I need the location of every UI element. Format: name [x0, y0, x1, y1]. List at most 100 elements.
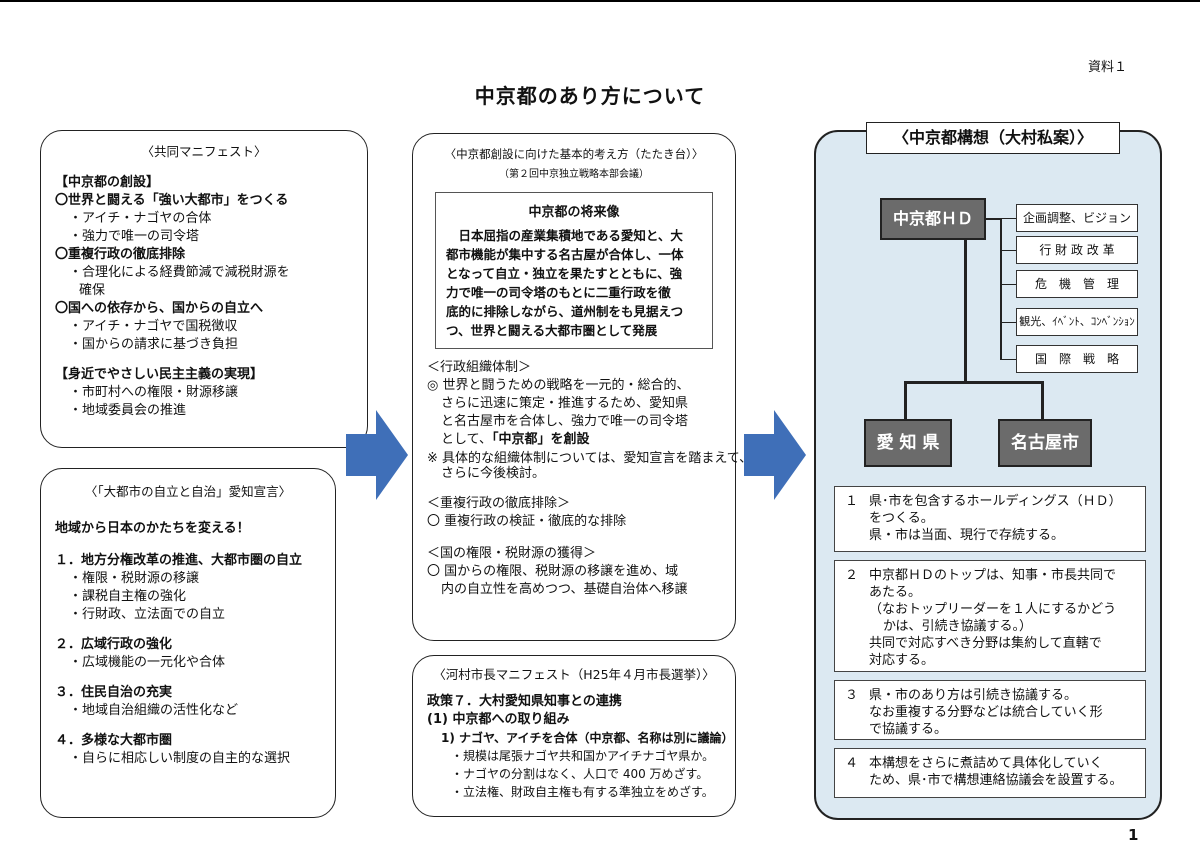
- policy-subheading: 1) ナゴヤ、アイチを合体（中京都、名称は別に議論）: [441, 731, 734, 745]
- aichi-declaration-title: 〈「大都市の自立と自治」愛知宣言〉: [84, 484, 292, 499]
- connector-line: [1000, 250, 1016, 251]
- top-rule: [0, 0, 1200, 2]
- joint-manifesto-title: 〈共同マニフェスト〉: [141, 144, 267, 159]
- declaration-item: ・地域自治組織の活性化など: [69, 703, 239, 718]
- dept-tourism: 観光、ｲﾍﾞﾝﾄ、ｺﾝﾍﾞﾝｼｮﾝ: [1016, 308, 1138, 336]
- vision-title: 中京都の将来像: [528, 205, 620, 220]
- plan-item-line: で協議する。: [869, 722, 948, 737]
- declaration-item: ・課税自主権の強化: [69, 589, 187, 604]
- manifesto-line: ・国からの請求に基づき負担: [69, 337, 239, 352]
- plan-item-line: 本構想をさらに煮詰めて具体化していく: [869, 756, 1103, 771]
- manifesto-line: 〇国への依存から、国からの自立へ: [55, 301, 264, 316]
- connector-line: [964, 240, 967, 382]
- approach-line: 内の自立性を高めつつ、基礎自治体へ移譲: [441, 582, 688, 597]
- plan-item: ３ 県・市のあり方は引続き協議する。 なお重複する分野などは統合していく形 で協…: [834, 680, 1146, 740]
- plan-item-line: ため、県･市で構想連絡協議会を設置する。: [869, 773, 1123, 788]
- approach-note: さらに今後検討。: [441, 466, 546, 481]
- approach-note: ※ 具体的な組織体制については、愛知宣言を踏まえて、: [427, 451, 753, 466]
- section-heading: 【中京都の創設】: [55, 175, 160, 190]
- plan-item-line: 県・市のあり方は引続き協議する。: [869, 688, 1078, 703]
- policy-item: ・ナゴヤの分割はなく、人口で 400 万めざす。: [451, 767, 709, 781]
- approach-line: ◎ 世界と闘うための戦略を一元的・総合的、: [427, 378, 690, 393]
- manifesto-line: ・強力で唯一の司令塔: [69, 229, 200, 244]
- plan-item-line: 共同で対応すべき分野は集約して直轄で: [869, 636, 1102, 651]
- right-arrow-icon: [744, 410, 806, 500]
- basic-approach-panel: 〈中京都創設に向けた基本的考え方（たたき台）〉 （第２回中京独立戦略本部会議） …: [412, 133, 753, 641]
- page-title: 中京都のあり方について: [474, 84, 706, 108]
- plan-item-line: なお重複する分野などは統合していく形: [869, 705, 1103, 720]
- section-heading: ＜行政組織体制＞: [427, 360, 532, 375]
- plan-item-line: あたる。: [869, 585, 922, 600]
- connector-line: [986, 218, 1000, 220]
- plan-item-number: ４: [845, 756, 859, 771]
- right-arrow-icon: [346, 410, 408, 500]
- basic-approach-title: 〈中京都創設に向けた基本的考え方（たたき台）〉: [444, 147, 704, 161]
- document-label: 資料１: [1088, 60, 1128, 75]
- plan-item-line: をつくる。: [869, 511, 934, 526]
- connector-line: [1000, 284, 1016, 285]
- chukyo-plan-title: 〈中京都構想（大村私案）〉: [866, 122, 1120, 154]
- connector-line: [1000, 359, 1016, 360]
- approach-line: と名古屋市を合体し、強力で唯一の司令塔: [441, 414, 689, 429]
- vision-line: つ、世界と闘える大都市圏として発展: [446, 323, 658, 338]
- plan-item-number: ３: [845, 688, 859, 703]
- plan-item-number: １: [845, 494, 859, 509]
- policy-heading: 政策７．大村愛知県知事との連携: [427, 694, 622, 709]
- approach-text: として、: [441, 432, 492, 447]
- declaration-item: ・行財政、立法面での自立: [69, 607, 226, 622]
- manifesto-line: ・アイチ・ナゴヤで国税徴収: [69, 319, 238, 334]
- aichi-prefecture-box: 愛 知 県: [864, 419, 952, 467]
- declaration-heading: ３．住民自治の充実: [55, 685, 173, 700]
- kawamura-manifesto-panel: 〈河村市長マニフェスト（H25年４月市長選挙）〉 政策７．大村愛知県知事との連携…: [412, 655, 736, 817]
- joint-manifesto-panel: 〈共同マニフェスト〉 【中京都の創設】 〇世界と闘える「強い大都市」をつくる ・…: [40, 130, 368, 448]
- page-number: 1: [1128, 826, 1139, 844]
- approach-line: 〇 重複行政の検証・徹底的な排除: [427, 514, 627, 529]
- dept-planning: 企画調整、ビジョン: [1016, 204, 1138, 232]
- plan-item-line: 県・市は当面、現行で存続する。: [869, 528, 1065, 543]
- dept-international: 国 際 戦 略: [1016, 345, 1138, 373]
- section-heading: 【身近でやさしい民主主義の実現】: [55, 367, 264, 382]
- connector-line: [1041, 381, 1044, 419]
- plan-item-line: （なおトップリーダーを１人にするかどう: [869, 602, 1117, 617]
- manifesto-line: ・アイチ・ナゴヤの合体: [69, 211, 212, 226]
- manifesto-line: ・合理化による経費節減で減税財源を: [69, 265, 290, 280]
- declaration-heading: １．地方分権改革の推進、大都市圏の自立: [55, 553, 303, 568]
- policy-item: ・立法権、財政自主権も有する準独立をめざす。: [451, 785, 714, 799]
- future-vision-box: 中京都の将来像 日本屈指の産業集積地である愛知と、大 都市機能が集中する名古屋が…: [435, 192, 713, 349]
- declaration-item: ・広域機能の一元化や合体: [69, 655, 226, 670]
- policy-subheading: (1) 中京都への取り組み: [427, 712, 570, 727]
- declaration-heading: ４．多様な大都市圏: [55, 733, 173, 748]
- chukyo-hd-box: 中京都ＨＤ: [880, 198, 986, 240]
- manifesto-line: 確保: [79, 283, 106, 298]
- nagoya-city-box: 名古屋市: [998, 419, 1092, 467]
- plan-item-line: 県･市を包含するホールディングス（ＨＤ）: [869, 494, 1122, 509]
- connector-line: [904, 381, 907, 419]
- plan-item-line: 対応する。: [869, 653, 935, 668]
- dept-finance-reform: 行 財 政 改 革: [1016, 236, 1138, 264]
- declaration-lead: 地域から日本のかたちを変える！: [55, 521, 250, 536]
- vision-line: 底的に排除しながら、道州制をも見据えつ: [446, 304, 684, 319]
- section-heading: ＜国の権限・税財源の獲得＞: [427, 546, 597, 561]
- approach-line: として、「中京都」を創設: [427, 431, 721, 449]
- aichi-declaration-panel: 〈「大都市の自立と自治」愛知宣言〉 地域から日本のかたちを変える！ １．地方分権…: [40, 468, 336, 818]
- manifesto-line: 〇世界と闘える「強い大都市」をつくる: [55, 193, 289, 208]
- plan-item-number: ２: [845, 568, 859, 583]
- declaration-item: ・権限・税財源の移譲: [69, 571, 200, 586]
- declaration-item: ・自らに相応しい制度の自主的な選択: [69, 751, 291, 766]
- kawamura-manifesto-title: 〈河村市長マニフェスト（H25年４月市長選挙）〉: [433, 667, 715, 682]
- connector-line: [1000, 322, 1016, 323]
- dept-crisis-management: 危 機 管 理: [1016, 270, 1138, 298]
- plan-item: ２ 中京都ＨＤのトップは、知事・市長共同で あたる。 （なおトップリーダーを１人…: [834, 560, 1146, 672]
- plan-item-line: かは、引続き協議する。）: [883, 619, 1032, 634]
- vision-line: 都市機能が集中する名古屋が合体し、一体: [446, 247, 684, 262]
- plan-item-line: 中京都ＨＤのトップは、知事・市長共同で: [869, 568, 1117, 583]
- approach-line: 〇 国からの権限、税財源の移譲を進め、域: [427, 564, 679, 579]
- approach-line: さらに迅速に策定・推進するため、愛知県: [441, 396, 689, 411]
- policy-item: ・規模は尾張ナゴヤ共和国かアイチナゴヤ県か。: [451, 749, 715, 763]
- vision-line: 力で唯一の司令塔のもとに二重行政を徹: [446, 285, 671, 300]
- connector-line: [1000, 218, 1016, 219]
- section-heading: ＜重複行政の徹底排除＞: [427, 496, 571, 511]
- vision-line: となって自立・独立を果たすとともに、強: [446, 266, 683, 281]
- plan-item: ４ 本構想をさらに煮詰めて具体化していく ため、県･市で構想連絡協議会を設置する…: [834, 748, 1146, 798]
- vision-line: 日本屈指の産業集積地である愛知と、大: [446, 228, 683, 243]
